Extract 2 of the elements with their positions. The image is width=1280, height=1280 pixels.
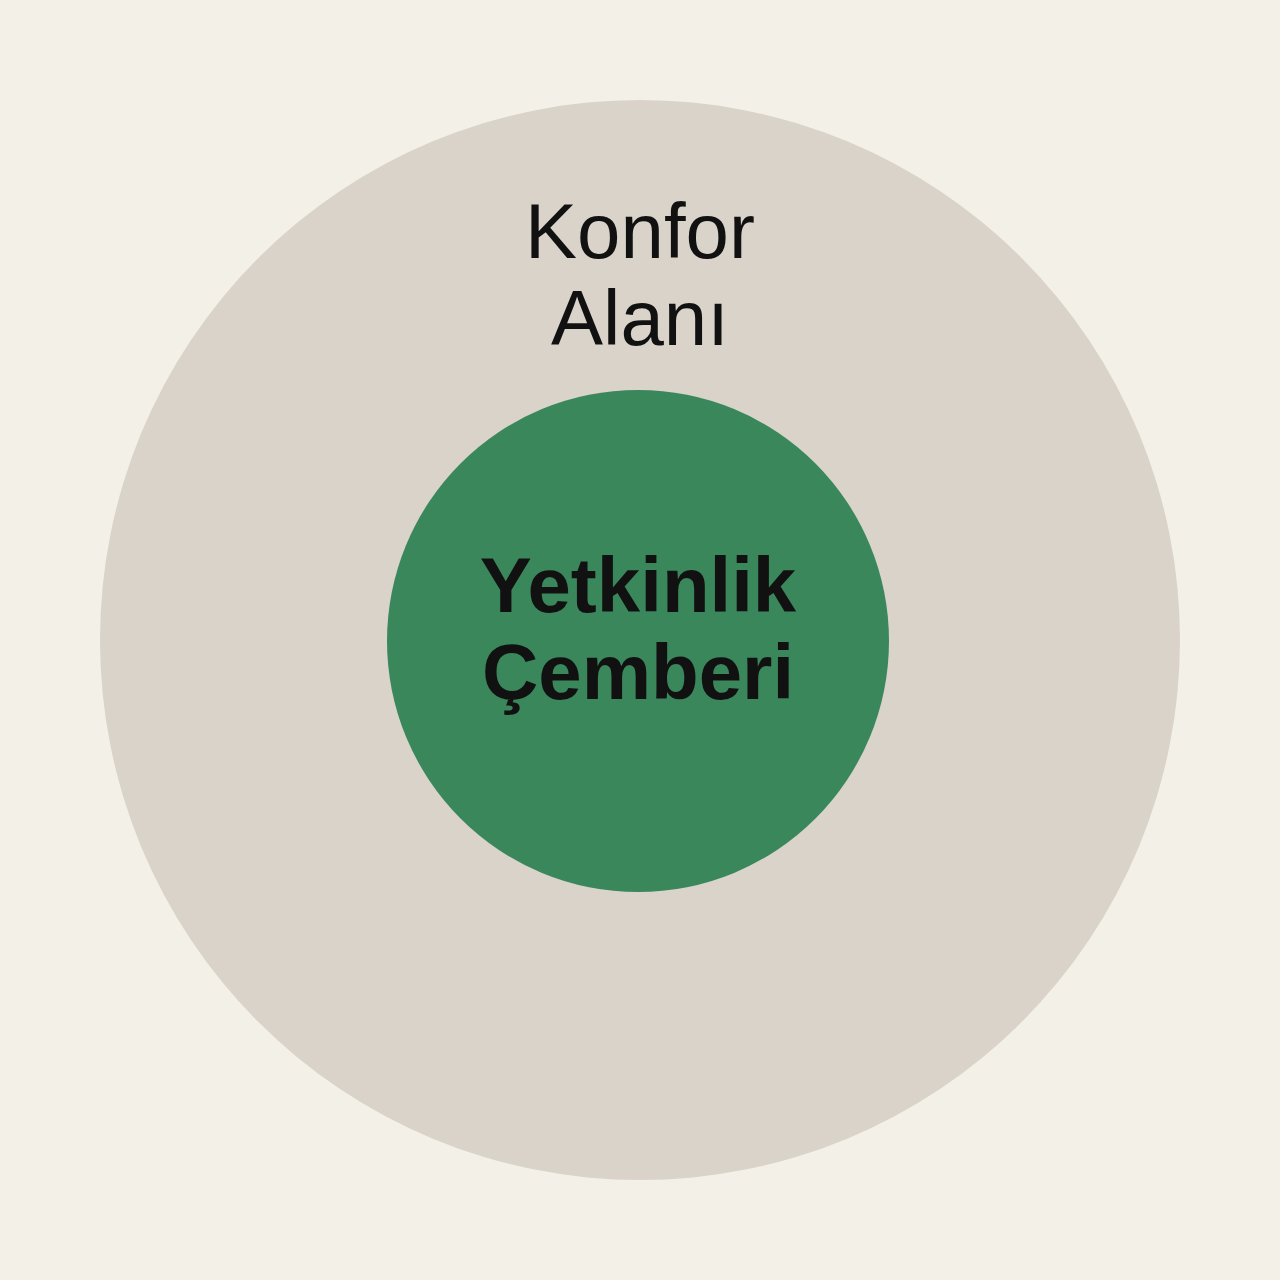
zone-label: Konfor Alanı <box>524 188 756 363</box>
core-label: Yetkinlik Çemberi <box>478 542 798 717</box>
